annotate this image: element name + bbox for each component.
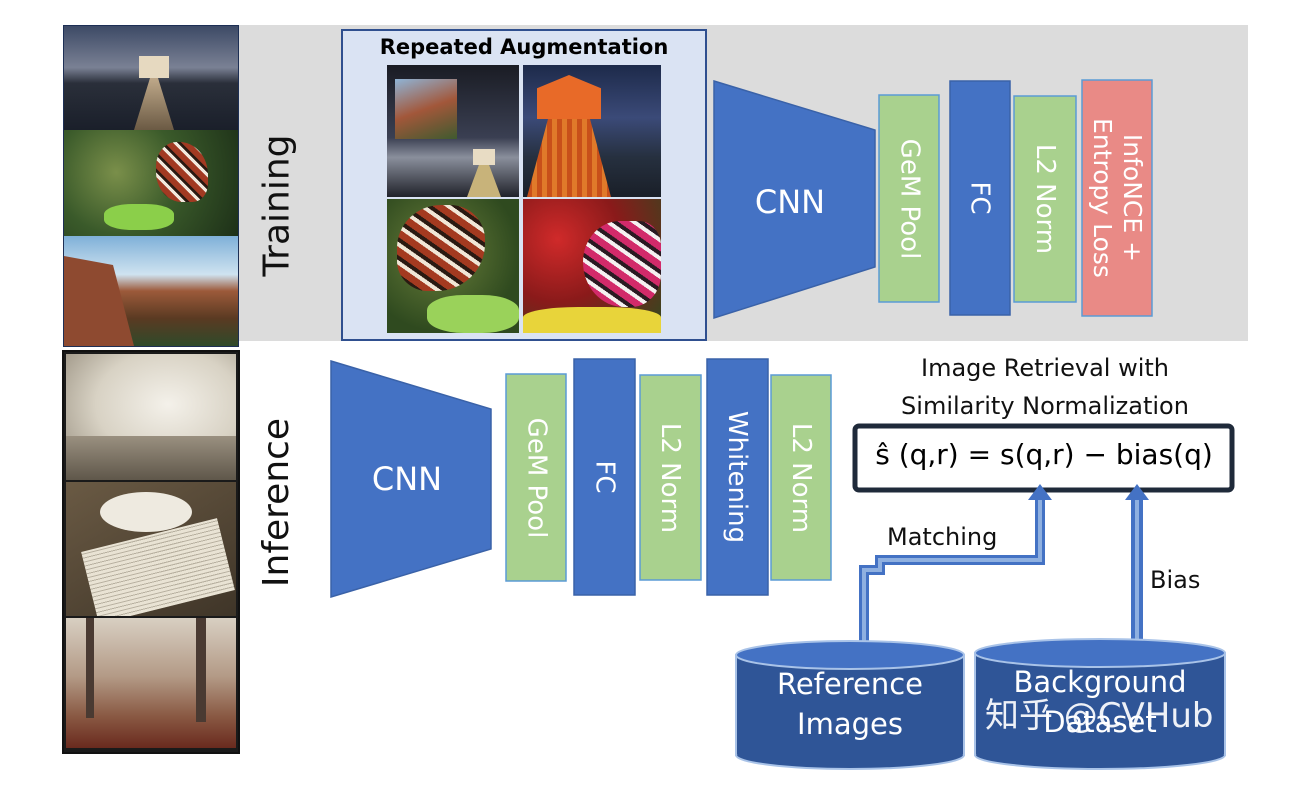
augmentation-panel: Repeated Augmentation: [341, 29, 707, 341]
inference-l2-norm-block-2: [770, 374, 832, 581]
matching-label: Matching: [887, 523, 998, 551]
reference-images-database: [735, 640, 965, 770]
inference-whitening-label: Whitening: [722, 410, 753, 544]
inference-l2-norm-block-1: [639, 374, 702, 581]
bias-arrowhead: [1125, 484, 1149, 500]
book-teacup-photo: [66, 482, 236, 616]
reference-images-label-line2: Images: [797, 707, 903, 741]
formula-text: ŝ (q,r) = s(q,r) − bias(q): [875, 438, 1213, 471]
reference-images-label-line1: Reference: [776, 667, 924, 701]
augmented-butterfly-photo-1: [387, 199, 519, 333]
loss-label-line1: InfoNCE +: [1118, 133, 1148, 263]
training-loss-block: [1081, 79, 1153, 317]
inference-cnn-block: [330, 359, 492, 599]
background-dataset-database: [974, 638, 1226, 770]
inference-whitening-block: [706, 358, 769, 596]
training-gem-pool-label: GeM Pool: [894, 138, 925, 259]
matching-arrowhead: [1028, 484, 1052, 500]
augmented-butterfly-photo-2: [523, 199, 661, 333]
reference-images-label: Reference Images: [736, 664, 964, 744]
loss-label-line2: Entropy Loss: [1088, 118, 1118, 278]
bias-label: Bias: [1150, 566, 1201, 594]
retrieval-title-line1: Image Retrieval with: [921, 354, 1169, 382]
background-dataset-label-line2: Dataset: [1043, 705, 1157, 739]
training-l2-norm-label: L2 Norm: [1030, 143, 1060, 255]
white-tunnel-photo: [66, 354, 236, 480]
augmentation-title: Repeated Augmentation: [379, 35, 669, 59]
inference-image-strip: [62, 350, 240, 754]
inference-cnn-label: CNN: [371, 460, 443, 498]
inference-gem-pool-block: [505, 373, 567, 582]
pier-boathouse-photo: [64, 26, 238, 130]
inference-fc-block: [573, 358, 636, 596]
watermark: 知乎 @CVHub: [985, 696, 1214, 736]
inference-l2-norm-label-2: L2 Norm: [786, 422, 816, 533]
augmented-boathouse-photo: [523, 65, 661, 197]
training-image-strip: [63, 25, 239, 347]
training-fc-label: FC: [964, 181, 995, 215]
training-cnn-label: CNN: [754, 183, 826, 221]
retrieval-title-line2: Similarity Normalization: [901, 392, 1189, 420]
inference-gem-pool-label: GeM Pool: [521, 417, 552, 538]
training-fc-block: [949, 80, 1011, 316]
background-dataset-label: Background Dataset: [975, 662, 1225, 742]
training-l2-norm-block: [1013, 95, 1077, 303]
autumn-forest-photo: [66, 618, 236, 748]
training-gem-pool-block: [878, 94, 940, 303]
training-cnn-block: [713, 79, 876, 320]
training-loss-label: InfoNCE + Entropy Loss: [1082, 80, 1152, 316]
butterfly-photo: [64, 130, 238, 236]
background-dataset-label-line1: Background: [1013, 665, 1187, 699]
augmented-pier-photo: [387, 65, 519, 197]
inference-fc-label: FC: [589, 460, 620, 494]
canyon-waterfall-photo: [64, 236, 238, 346]
inference-l2-norm-label-1: L2 Norm: [655, 422, 686, 533]
